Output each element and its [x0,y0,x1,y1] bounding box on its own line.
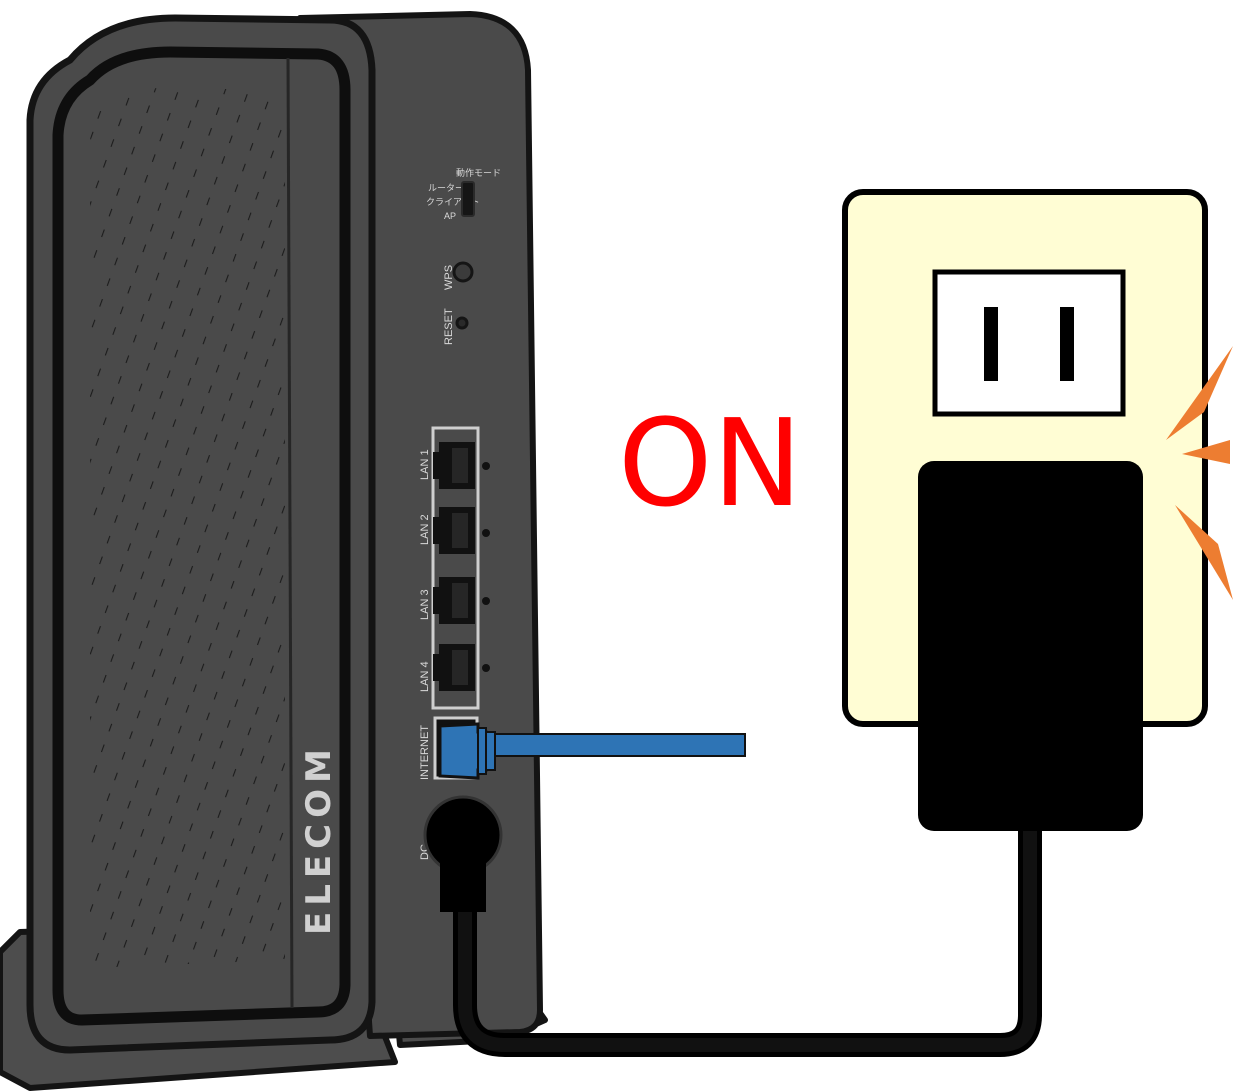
mode-option-router: ルーター [428,183,464,193]
mode-switch[interactable]: 動作モード ルーター クライアント AP [426,167,501,221]
lan-port-2-label: LAN 2 [419,514,431,545]
dc-plug-strain-relief [440,860,486,912]
outlet-slot-right [1060,307,1074,381]
router-front-bezel [52,46,351,1026]
power-on-label: ON [618,395,802,534]
power-cable[interactable] [423,795,1042,1057]
internet-port-label: INTERNET [419,725,431,780]
reset-button[interactable] [455,316,469,330]
outlet-slot-left [984,307,998,381]
mode-switch-title: 動作モード [456,167,501,178]
mode-option-client: クライアント [426,197,480,207]
lan-port-1-label: LAN 1 [419,449,431,480]
lan-port-1[interactable]: LAN 1 [419,442,490,489]
mode-switch-slider[interactable] [461,181,475,217]
power-outlet-icon [932,269,1126,417]
lan-port-4[interactable]: LAN 4 [419,644,490,692]
lan-port-3[interactable]: LAN 3 [419,577,490,624]
lan-port-frame [431,426,480,710]
lan-cable[interactable] [438,722,746,780]
lan-port-3-label: LAN 3 [419,589,431,620]
mode-option-ap: AP [444,211,456,221]
lan-port-2[interactable]: LAN 2 [419,507,490,554]
lan-cable-wire [494,733,746,757]
ac-adapter-icon [918,461,1143,831]
wps-label: WPS [443,265,455,290]
router-brand-logo: ELECOM [299,743,339,935]
router: ELECOM 動作モード ルーター クライアント AP WPS RESET LA… [0,11,548,1091]
lan-port-4-label: LAN 4 [419,661,431,692]
reset-label: RESET [443,308,455,345]
router-vent-pattern [90,88,285,968]
wps-button[interactable] [452,261,474,283]
power-cord [453,830,1042,1057]
spark-burst-icon [1166,346,1233,600]
